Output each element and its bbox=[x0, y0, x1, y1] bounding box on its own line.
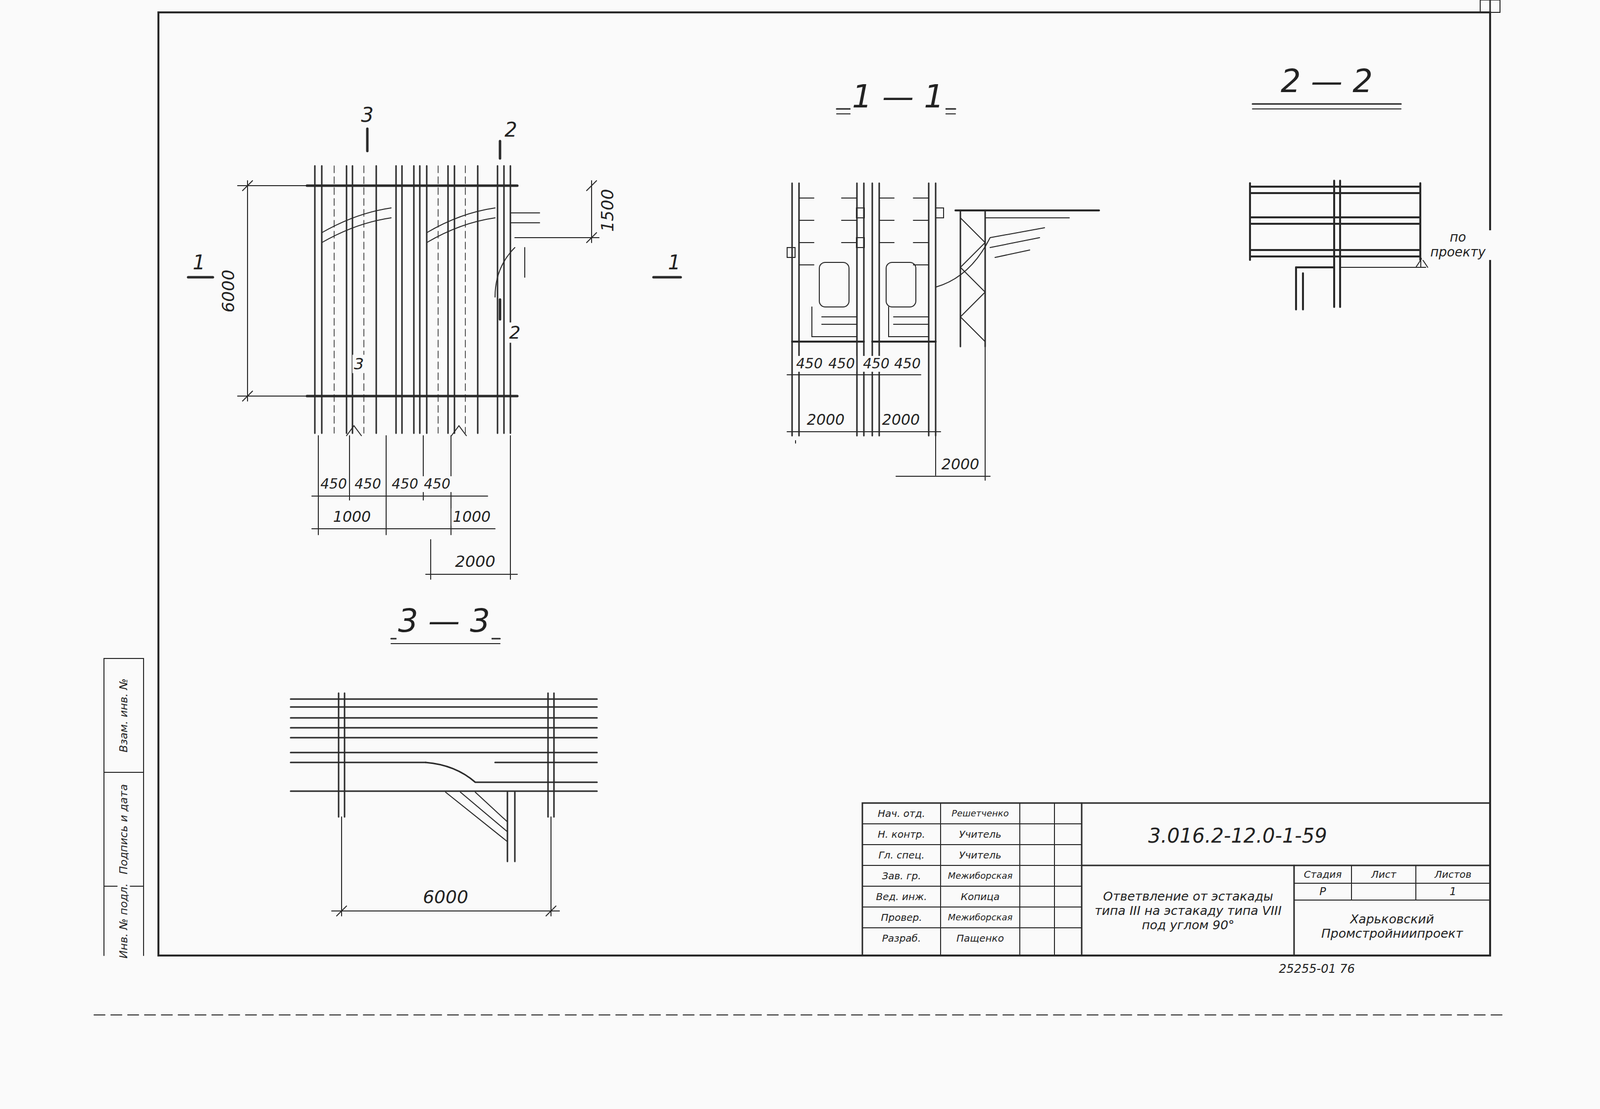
section-1-1 bbox=[787, 108, 1100, 481]
table-cell: 1 bbox=[1448, 885, 1458, 898]
margin-field: Взам. инв. № bbox=[117, 676, 130, 754]
section-mark: 2 bbox=[502, 118, 519, 142]
section-title: 2 — 2 bbox=[1279, 63, 1375, 100]
archive-number: 25255-01 76 bbox=[1277, 962, 1357, 977]
role: Н. контр. bbox=[876, 828, 927, 841]
section-mark: 1 bbox=[666, 250, 682, 274]
dimension: 450 bbox=[422, 476, 452, 493]
sheet-frame bbox=[1489, 0, 1492, 13]
margin-field: Инв. № подл. bbox=[117, 881, 130, 960]
dimension: 450 bbox=[826, 355, 856, 372]
callout-number: 3 bbox=[352, 354, 366, 374]
person: Межиборская bbox=[946, 912, 1015, 923]
plan-view bbox=[188, 128, 681, 580]
dimension: 2000 bbox=[453, 552, 497, 571]
note: по проекту bbox=[1421, 230, 1495, 260]
role: Зав. гр. bbox=[880, 870, 923, 882]
dimension: 6000 bbox=[421, 886, 470, 907]
dimension: 450 bbox=[318, 476, 349, 493]
section-title: 3 — 3 bbox=[396, 602, 492, 640]
role: Вед. инж. bbox=[874, 891, 929, 903]
role: Гл. спец. bbox=[877, 849, 927, 861]
section-2-2 bbox=[1250, 103, 1428, 310]
person: Решетченко bbox=[950, 808, 1010, 819]
dimension: 450 bbox=[390, 476, 420, 493]
section-3-3 bbox=[290, 638, 598, 916]
person: Учитель bbox=[957, 849, 1003, 861]
table-cell: Р bbox=[1317, 885, 1328, 898]
dimension: 2000 bbox=[940, 455, 981, 474]
table-header: Стадия bbox=[1302, 868, 1344, 881]
page-box bbox=[1480, 0, 1500, 13]
dimension: 1500 bbox=[598, 187, 618, 234]
section-mark: 1 bbox=[191, 250, 207, 274]
dimension: 1000 bbox=[451, 508, 493, 526]
cut-line bbox=[94, 1014, 1505, 1016]
drawing-number: 3.016.2-12.0-1-59 bbox=[1146, 824, 1329, 848]
person: Межиборская bbox=[946, 870, 1015, 882]
dimension: 450 bbox=[352, 476, 383, 493]
table-header: Лист bbox=[1369, 868, 1399, 881]
sheet-frame bbox=[158, 12, 1491, 956]
role: Нач. отд. bbox=[876, 807, 927, 820]
section-mark: 3 bbox=[359, 103, 375, 127]
section-mark: 2 bbox=[507, 322, 523, 343]
table-header: Листов bbox=[1433, 868, 1474, 881]
section-title: 1 — 1 bbox=[850, 78, 946, 116]
dimension: 2000 bbox=[805, 411, 847, 429]
person: Пащенко bbox=[954, 932, 1006, 945]
dimension: 2000 bbox=[880, 411, 922, 429]
drawing-name: Ответвление от эстакады типа III на эста… bbox=[1087, 889, 1289, 933]
dimension: 6000 bbox=[218, 268, 239, 315]
dimension: 450 bbox=[794, 355, 824, 372]
person: Учитель bbox=[957, 828, 1003, 841]
role: Провер. bbox=[879, 911, 924, 924]
person: Копица bbox=[959, 891, 1001, 903]
organization: Харьковский Промстройниипроект bbox=[1299, 912, 1486, 942]
role: Разраб. bbox=[880, 932, 923, 945]
title-block bbox=[862, 802, 1491, 956]
dimension: 450 bbox=[892, 355, 922, 372]
dimension: 1000 bbox=[331, 508, 373, 526]
dimension: 450 bbox=[861, 355, 891, 372]
margin-field: Подпись и дата bbox=[117, 782, 130, 876]
